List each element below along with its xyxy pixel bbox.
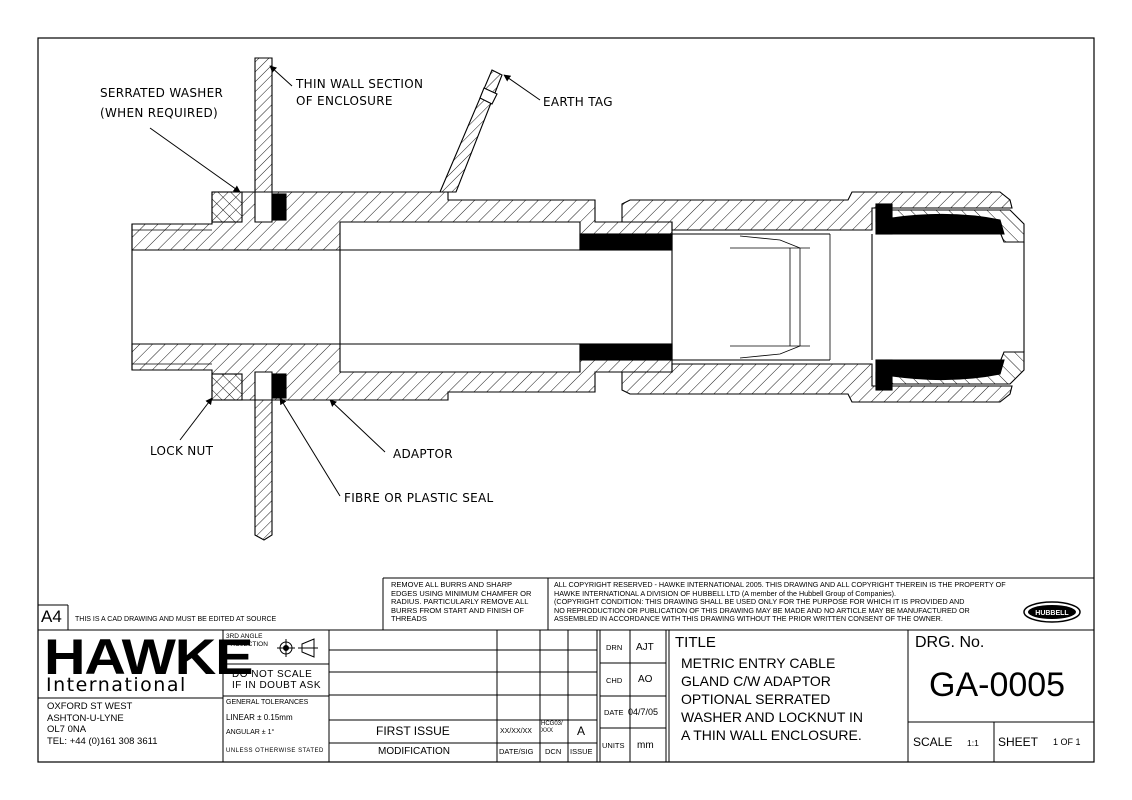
drn-value: AJT bbox=[636, 642, 654, 653]
chd-label: CHD bbox=[606, 676, 623, 685]
scale-value: 1:1 bbox=[967, 738, 979, 748]
drg-number: GA-0005 bbox=[929, 666, 1066, 704]
issue-dcn: HCG03/ XXX bbox=[541, 721, 563, 734]
lock-nut bbox=[211, 373, 243, 401]
units-label: UNITS bbox=[602, 741, 625, 750]
dcn-header: DCN bbox=[545, 747, 562, 756]
first-issue: FIRST ISSUE bbox=[376, 724, 450, 738]
gland-body-upper bbox=[621, 191, 1013, 231]
o-ring-upper bbox=[579, 233, 673, 251]
burrs-note: REMOVE ALL BURRS AND SHARP EDGES USING M… bbox=[391, 580, 532, 623]
thin-wall-label-2: OF ENCLOSURE bbox=[296, 94, 393, 108]
serrated-washer-label-2: (WHEN REQUIRED) bbox=[100, 106, 218, 120]
do-not-scale: DO NOT SCALE IF IN DOUBT ASK bbox=[232, 669, 321, 691]
earth-tag-label: EARTH TAG bbox=[543, 95, 613, 109]
hubbell-logo: HUBBELL bbox=[1023, 601, 1081, 623]
seal-lower bbox=[271, 373, 287, 399]
svg-text:HUBBELL: HUBBELL bbox=[1035, 610, 1069, 617]
o-ring-lower bbox=[579, 343, 673, 361]
date-header: DATE/SIG bbox=[499, 747, 534, 756]
earth-tag bbox=[439, 69, 503, 193]
company-sub: International bbox=[46, 674, 187, 696]
scale-label: SCALE bbox=[913, 735, 953, 749]
enclosure-wall-upper bbox=[254, 57, 273, 193]
company-logo: HAWKE bbox=[44, 629, 253, 685]
company-address: OXFORD ST WEST ASHTON-U-LYNE OL7 0NA TEL… bbox=[47, 701, 158, 747]
copyright-note: ALL COPYRIGHT RESERVED - HAWKE INTERNATI… bbox=[554, 580, 1006, 623]
drn-label: DRN bbox=[606, 643, 623, 652]
sheet-label: SHEET bbox=[998, 735, 1039, 749]
drawing-title: METRIC ENTRY CABLE GLAND C/W ADAPTOR OPT… bbox=[681, 655, 864, 743]
projection-label: 3RD ANGLE PROJECTION bbox=[226, 633, 268, 648]
angular-tolerance: ANGULAR ± 1° bbox=[226, 729, 275, 736]
serrated-washer-label-1: SERRATED WASHER bbox=[100, 86, 223, 100]
cable-gland-section bbox=[131, 57, 1025, 541]
sheet-value: 1 OF 1 bbox=[1053, 737, 1081, 747]
lock-nut-label: LOCK NUT bbox=[150, 444, 214, 458]
drawing-border bbox=[37, 37, 1095, 763]
cap-seal-upper bbox=[875, 203, 893, 235]
cad-note: THIS IS A CAD DRAWING AND MUST BE EDITED… bbox=[75, 616, 277, 623]
drg-label: DRG. No. bbox=[915, 634, 985, 651]
units-value: mm bbox=[637, 740, 654, 751]
date-label: DATE bbox=[604, 708, 624, 717]
serrated-washer bbox=[211, 191, 243, 223]
modification-header: MODIFICATION bbox=[378, 746, 451, 757]
issue-header: ISSUE bbox=[570, 747, 593, 756]
leader-lines bbox=[149, 65, 541, 497]
seal-label: FIBRE OR PLASTIC SEAL bbox=[344, 491, 494, 505]
seal-upper bbox=[271, 193, 287, 221]
date-value: 04/7/05 bbox=[628, 707, 659, 717]
enclosure-wall-lower bbox=[254, 399, 273, 541]
chd-value: AO bbox=[638, 674, 653, 685]
title-block-grid bbox=[38, 577, 1094, 762]
issue-date: XX/XX/XX bbox=[500, 728, 532, 735]
issue-letter: A bbox=[577, 724, 586, 738]
adaptor-label: ADAPTOR bbox=[393, 447, 453, 461]
general-tolerances: GENERAL TOLERANCES bbox=[226, 699, 309, 706]
thin-wall-label-1: THIN WALL SECTION bbox=[295, 77, 423, 91]
unless-stated: UNLESS OTHERWISE STATED bbox=[226, 748, 324, 754]
sheet-size: A4 bbox=[41, 607, 62, 626]
cap-seal-lower bbox=[875, 359, 893, 391]
title-label: TITLE bbox=[675, 634, 716, 651]
projection-symbol-icon bbox=[277, 638, 318, 658]
gland-body-lower bbox=[621, 363, 1013, 403]
linear-tolerance: LINEAR ± 0.15mm bbox=[226, 713, 293, 722]
